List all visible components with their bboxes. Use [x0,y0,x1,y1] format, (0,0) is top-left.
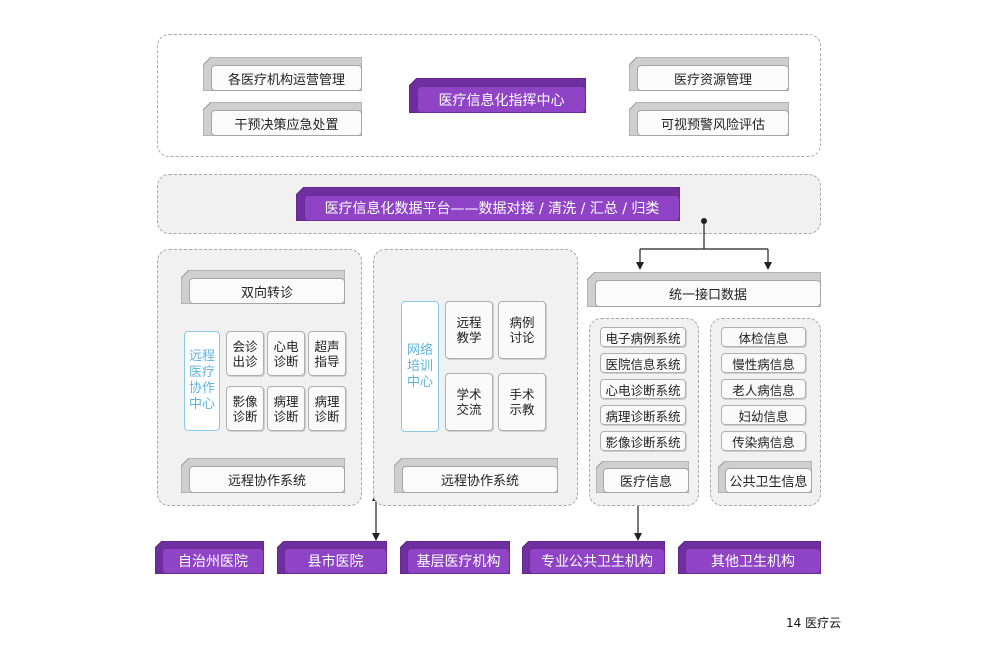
medical-resource-management-button[interactable]: 医疗资源管理 [629,57,789,91]
academic-exchange-cell[interactable]: 学术交流 [445,373,493,431]
unified-interface-data-label: 统一接口数据 [595,280,821,307]
ultrasound-guidance-cell[interactable]: 超声指导 [308,331,346,376]
public-health-info-label: 公共卫生信息 [725,468,812,493]
primary-care-institution-button[interactable]: 基层医疗机构 [400,541,510,574]
remote-teaching-cell[interactable]: 远程教学 [445,301,493,359]
autonomous-prefecture-hospital-button[interactable]: 自治州医院 [155,541,264,574]
surgery-demo-cell[interactable]: 手术示教 [498,373,546,431]
remote-collab-system-label: 远程协作系统 [189,466,345,493]
page-caption: 14 医疗云 [786,616,842,630]
two-way-referral-button[interactable]: 双向转诊 [181,270,345,304]
pathology-system-item[interactable]: 病理诊断系统 [600,405,686,425]
visual-risk-assessment-label: 可视预警风险评估 [637,110,789,136]
command-center-title-button[interactable]: 医疗信息化指挥中心 [409,78,586,113]
medical-info-button[interactable]: 医疗信息 [596,461,689,493]
pathology-diagnosis-cell[interactable]: 病理诊断 [267,386,305,431]
remote-collab-system-button[interactable]: 远程协作系统 [394,458,558,493]
remote-medical-center-label: 远程医疗协作中心 [184,331,220,431]
chronic-disease-item[interactable]: 慢性病信息 [721,353,806,373]
public-health-institution-label: 专业公共卫生机构 [529,548,665,574]
data-platform-title: 医疗信息化数据平台——数据对接 / 清洗 / 汇总 / 归类 [304,195,680,221]
remote-collab-system-button[interactable]: 远程协作系统 [181,458,345,493]
public-health-info-button[interactable]: 公共卫生信息 [718,461,812,493]
imaging-diagnosis-cell[interactable]: 影像诊断 [226,386,264,431]
two-way-referral-label: 双向转诊 [189,278,345,304]
pathology-diagnosis-cell[interactable]: 病理诊断 [308,386,346,431]
public-health-institution-button[interactable]: 专业公共卫生机构 [522,541,665,574]
network-training-center-label: 网络培训中心 [401,301,439,432]
org-operation-management-button[interactable]: 各医疗机构运营管理 [203,57,362,91]
intervention-emergency-label: 干预决策应急处置 [211,110,362,136]
physical-exam-item[interactable]: 体检信息 [721,327,806,347]
other-health-institution-label: 其他卫生机构 [685,548,821,574]
unified-interface-data-button[interactable]: 统一接口数据 [587,272,821,307]
visual-risk-assessment-button[interactable]: 可视预警风险评估 [629,102,789,136]
ecg-system-item[interactable]: 心电诊断系统 [600,379,686,399]
autonomous-prefecture-hospital-label: 自治州医院 [162,548,264,574]
maternal-child-item[interactable]: 妇幼信息 [721,405,806,425]
infectious-disease-item[interactable]: 传染病信息 [721,431,806,451]
county-city-hospital-button[interactable]: 县市医院 [277,541,387,574]
medical-resource-management-label: 医疗资源管理 [637,65,789,91]
remote-collab-system-label: 远程协作系统 [402,466,558,493]
primary-care-institution-label: 基层医疗机构 [407,548,510,574]
command-center-title: 医疗信息化指挥中心 [417,86,586,113]
data-platform-title-button[interactable]: 医疗信息化数据平台——数据对接 / 清洗 / 汇总 / 归类 [296,187,680,221]
emr-system-item[interactable]: 电子病例系统 [600,327,686,347]
command-center-panel [157,34,821,157]
intervention-emergency-button[interactable]: 干预决策应急处置 [203,102,362,136]
medical-info-label: 医疗信息 [603,468,689,493]
other-health-institution-button[interactable]: 其他卫生机构 [678,541,821,574]
imaging-system-item[interactable]: 影像诊断系统 [600,431,686,451]
org-operation-management-label: 各医疗机构运营管理 [211,65,362,91]
elderly-disease-item[interactable]: 老人病信息 [721,379,806,399]
ecg-diagnosis-cell[interactable]: 心电诊断 [267,331,305,376]
his-system-item[interactable]: 医院信息系统 [600,353,686,373]
consultation-cell[interactable]: 会诊出诊 [226,331,264,376]
case-discussion-cell[interactable]: 病例讨论 [498,301,546,359]
county-city-hospital-label: 县市医院 [284,548,387,574]
